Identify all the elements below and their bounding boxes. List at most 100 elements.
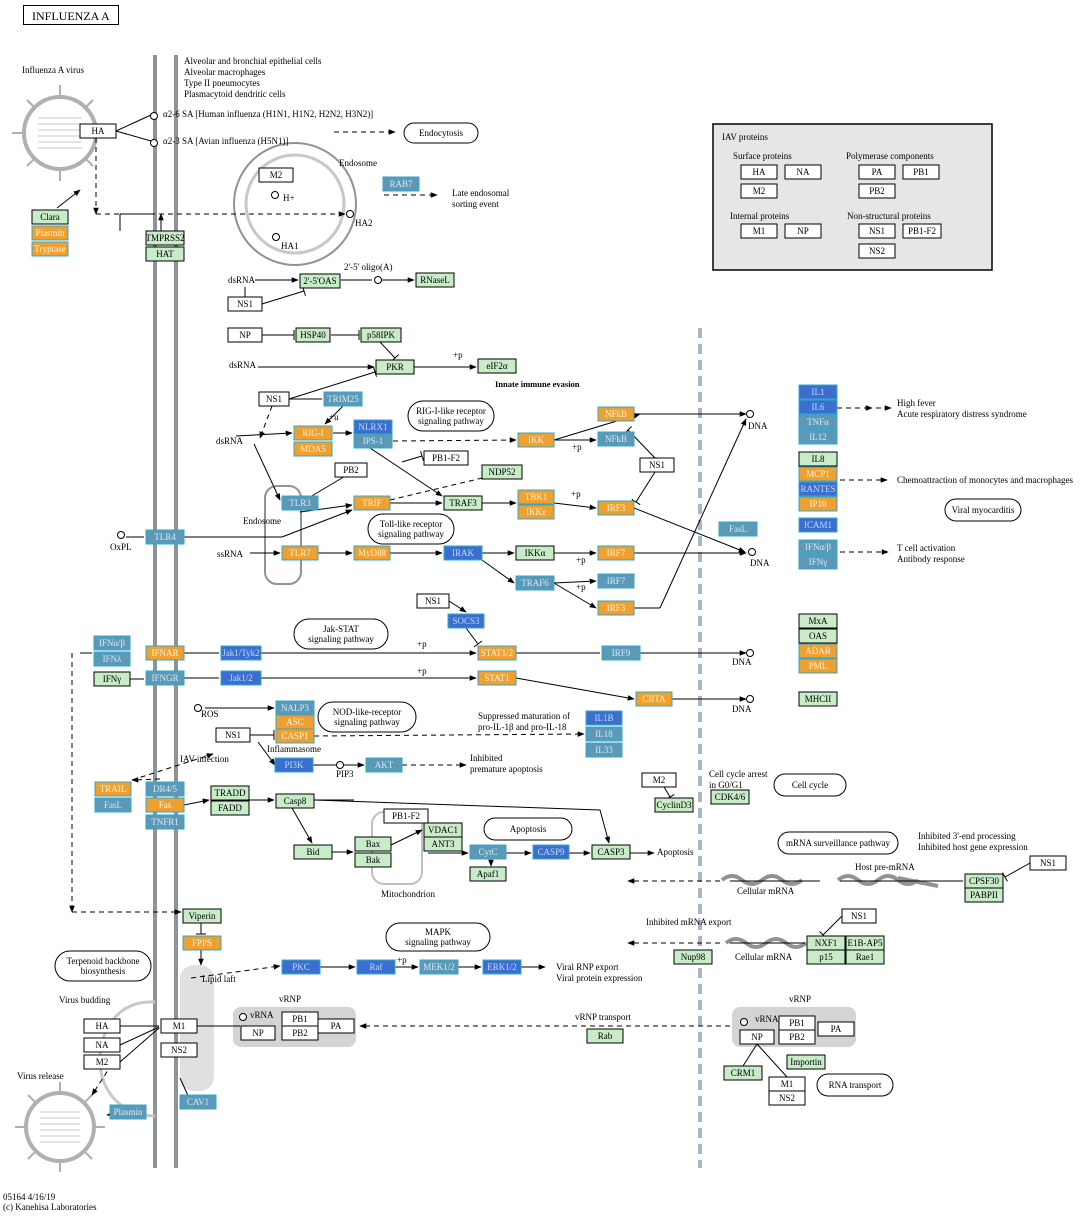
- gene-box[interactable]: [240, 1025, 276, 1041]
- gene-box[interactable]: [182, 908, 222, 924]
- gene-box[interactable]: [293, 441, 333, 457]
- gene-box[interactable]: [83, 1054, 121, 1070]
- gene-plasmin1[interactable]: Plasmin: [31, 225, 69, 241]
- gene-dr45[interactable]: DR4/5: [145, 781, 185, 797]
- gene-box[interactable]: [641, 772, 677, 788]
- gene-box[interactable]: [845, 949, 885, 965]
- gene-box[interactable]: [354, 852, 392, 868]
- gene-box[interactable]: [806, 949, 846, 965]
- gene-box[interactable]: [160, 1042, 198, 1058]
- gene-box[interactable]: [469, 844, 507, 860]
- gene-box[interactable]: [601, 645, 641, 661]
- gene-box[interactable]: [299, 273, 341, 289]
- gene-box[interactable]: [443, 495, 483, 511]
- pathway-apoptosis[interactable]: Apoptosis: [483, 817, 573, 841]
- gene-box[interactable]: [515, 575, 555, 591]
- gene-box[interactable]: [281, 495, 319, 511]
- gene-box[interactable]: [354, 836, 392, 852]
- gene-box[interactable]: [353, 495, 391, 511]
- gene-ns1_c[interactable]: NS1: [639, 457, 675, 473]
- gene-asc[interactable]: ASC: [275, 714, 315, 730]
- gene-box[interactable]: [798, 414, 838, 430]
- gene-box[interactable]: [964, 887, 1004, 903]
- gene-trim25[interactable]: TRIM25: [323, 391, 363, 407]
- gene-irak[interactable]: IRAK: [443, 545, 483, 561]
- pathway-oval[interactable]: [293, 618, 389, 650]
- gene-np_l[interactable]: NP: [240, 1025, 276, 1041]
- gene-p15[interactable]: p15: [806, 949, 846, 965]
- gene-box[interactable]: [274, 757, 314, 773]
- gene-box[interactable]: [317, 1018, 355, 1034]
- gene-socs3[interactable]: SOCS3: [447, 613, 485, 629]
- gene-box[interactable]: [227, 327, 263, 343]
- gene-ns1_f[interactable]: NS1: [1029, 855, 1067, 871]
- gene-box[interactable]: [798, 466, 838, 482]
- gene-box[interactable]: [323, 391, 363, 407]
- gene-il12[interactable]: IL12: [798, 429, 838, 445]
- gene-box[interactable]: [31, 241, 69, 257]
- gene-box[interactable]: [179, 1094, 217, 1110]
- gene-box[interactable]: [798, 643, 838, 659]
- gene-ha_virus[interactable]: HA: [79, 123, 117, 139]
- gene-box[interactable]: [83, 1018, 121, 1034]
- gene-stat1[interactable]: STAT1: [477, 670, 517, 686]
- gene-box[interactable]: [639, 457, 675, 473]
- gene-np_a[interactable]: NP: [227, 327, 263, 343]
- gene-box[interactable]: [597, 573, 635, 589]
- gene-ciita[interactable]: CIITA: [635, 691, 673, 707]
- gene-box[interactable]: [798, 384, 838, 400]
- gene-vdac1[interactable]: VDAC1: [423, 822, 463, 838]
- gene-box[interactable]: [768, 1090, 806, 1106]
- gene-pkr[interactable]: PKR: [375, 359, 415, 375]
- gene-box[interactable]: [798, 691, 838, 707]
- gene-ns1_b[interactable]: NS1: [258, 391, 290, 407]
- gene-box[interactable]: [798, 481, 838, 497]
- gene-box[interactable]: [182, 935, 222, 951]
- gene-box[interactable]: [365, 757, 403, 773]
- gene-irf7[interactable]: IRF7: [597, 545, 635, 561]
- gene-apaf1[interactable]: Apaf1: [469, 866, 507, 882]
- pathway-mrna[interactable]: mRNA surveillance pathway: [777, 831, 899, 855]
- gene-casp9[interactable]: CASP9: [532, 844, 570, 860]
- gene-icam1[interactable]: ICAM1: [798, 517, 838, 533]
- gene-box[interactable]: [517, 489, 555, 505]
- gene-box[interactable]: [145, 246, 185, 262]
- gene-box[interactable]: [481, 464, 523, 480]
- gene-pkc[interactable]: PKC: [281, 959, 321, 975]
- gene-ifng[interactable]: IFNγ: [93, 671, 131, 687]
- gene-mek12[interactable]: MEK1/2: [419, 959, 459, 975]
- gene-box[interactable]: [419, 959, 459, 975]
- gene-pb1f2_b[interactable]: PB1-F2: [383, 808, 429, 824]
- gene-e1bap5[interactable]: E1B-AP5: [845, 935, 885, 951]
- gene-ant3[interactable]: ANT3: [423, 836, 463, 852]
- gene-box[interactable]: [93, 635, 131, 651]
- pathway-oval[interactable]: [385, 922, 491, 952]
- gene-box[interactable]: [423, 450, 469, 466]
- gene-clara[interactable]: Clara: [31, 209, 69, 225]
- gene-cdk46[interactable]: CDK4/6: [710, 789, 750, 805]
- gene-box[interactable]: [517, 504, 555, 520]
- gene-box[interactable]: [210, 785, 250, 801]
- gene-box[interactable]: [673, 949, 713, 965]
- pathway-oval[interactable]: [816, 1073, 894, 1097]
- gene-bak[interactable]: Bak: [354, 852, 392, 868]
- gene-na_bud[interactable]: NA: [83, 1037, 121, 1053]
- gene-hat[interactable]: HAT: [145, 246, 185, 262]
- gene-box[interactable]: [145, 230, 185, 246]
- gene-irf3[interactable]: IRF3: [597, 500, 635, 516]
- gene-pi3k[interactable]: PI3K: [274, 757, 314, 773]
- gene-m2_bud[interactable]: M2: [83, 1054, 121, 1070]
- gene-ifnl[interactable]: IFNλ: [93, 651, 131, 667]
- gene-ikk[interactable]: IKK: [517, 432, 555, 448]
- gene-eif2a[interactable]: eIF2α: [477, 358, 517, 374]
- gene-box[interactable]: [281, 545, 319, 561]
- gene-p58ipk[interactable]: p58IPK: [360, 327, 402, 343]
- gene-fasl_r[interactable]: FasL: [718, 521, 758, 537]
- gene-cav1[interactable]: CAV1: [179, 1094, 217, 1110]
- gene-box[interactable]: [798, 451, 838, 467]
- gene-ifnab[interactable]: IFNα/β: [93, 635, 131, 651]
